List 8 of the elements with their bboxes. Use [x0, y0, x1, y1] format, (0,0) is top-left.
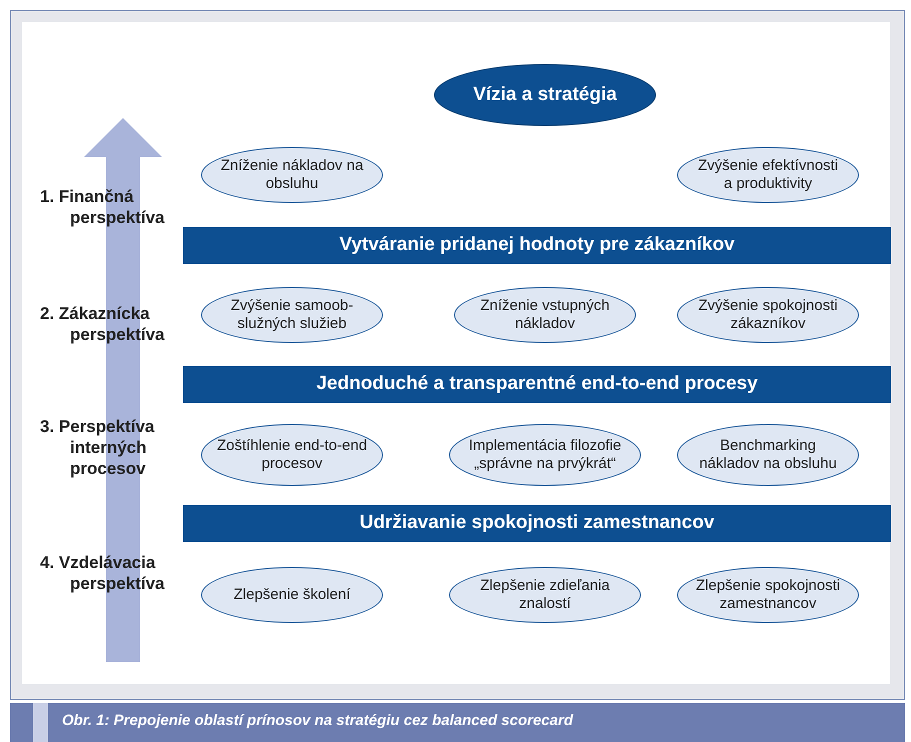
perspective-label: 3. Perspektíva interných procesov	[40, 416, 156, 479]
theme-band: Jednoduché a transparentné end-to-end procesy	[183, 366, 891, 402]
figure-caption: Obr. 1: Prepojenie oblastí prínosov na stratégiu cez balanced scorecard	[62, 712, 573, 729]
perspective-label: 2. Zákaznícka perspektíva	[40, 303, 166, 345]
perspective-label: 4. Vzdelávacia perspektíva	[40, 552, 166, 594]
perspective-label: 1. Finančná perspektíva	[40, 186, 166, 228]
theme-band: Vytváranie pridanej hodnoty pre zákazníkov	[183, 226, 891, 264]
theme-band: Udržiavanie spokojnosti zamestnancov	[183, 504, 891, 542]
